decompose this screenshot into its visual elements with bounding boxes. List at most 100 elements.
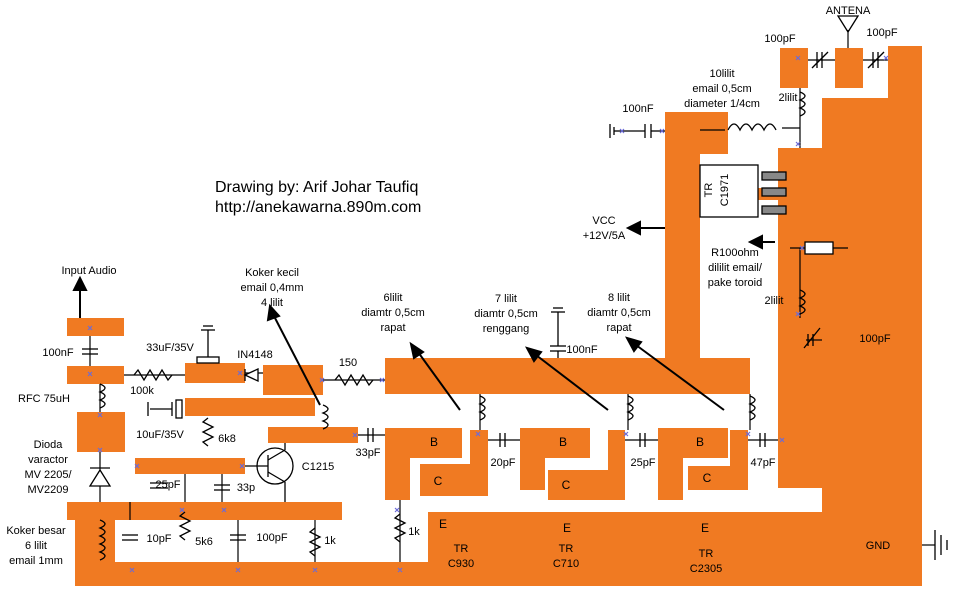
label-koker-besar-3: email 1mm	[9, 555, 63, 567]
label-tr2-a: TR	[559, 543, 574, 555]
capacitor-icon	[122, 534, 138, 541]
ground-icon	[609, 124, 620, 138]
label-antena: ANTENA	[826, 5, 871, 17]
label-coil8-3: rapat	[606, 322, 631, 334]
coil-icon	[727, 123, 777, 132]
capacitor-icon	[82, 348, 98, 355]
label-b2: B	[559, 435, 567, 449]
label-cap-100nf-mid: 100nF	[566, 344, 597, 356]
resistor-icon	[334, 373, 374, 387]
coil-icon	[798, 91, 806, 117]
label-koker-kecil-1: Koker kecil	[245, 267, 299, 279]
coil-icon	[478, 395, 486, 421]
transistor-lead	[761, 187, 787, 197]
label-coil-2lilit-mid: 2lilit	[765, 295, 784, 307]
label-koker-besar-1: Koker besar	[6, 525, 66, 537]
resistor-icon	[308, 527, 322, 557]
label-diode-in4148: IN4148	[237, 349, 272, 361]
transistor-c1215-icon	[245, 443, 294, 502]
label-cap-33uf: 33uF/35V	[146, 342, 194, 354]
capacitor-icon	[867, 51, 885, 69]
pad-input-coil	[263, 365, 323, 395]
capacitor-icon	[639, 433, 646, 447]
label-tr-c1971-b: C1971	[719, 174, 731, 206]
credit-url: http://anekawarna.890m.com	[215, 199, 421, 216]
resistor-icon	[393, 513, 407, 543]
pad-supply-vertical	[665, 112, 700, 372]
label-cap-100nf-top: 100nF	[622, 103, 653, 115]
transistor-lead	[761, 171, 787, 181]
label-cap-20pf: 20pF	[490, 457, 515, 469]
label-varactor-2: varactor	[28, 454, 68, 466]
pad-bias	[135, 458, 245, 474]
label-cap-47pf: 47pF	[750, 457, 775, 469]
label-cap-25pf-b: 25pF	[630, 457, 655, 469]
pad-stage3-b	[658, 428, 728, 500]
label-varactor-1: Dioda	[34, 439, 64, 451]
diode-icon	[243, 367, 259, 383]
pcb-pads	[67, 46, 922, 586]
junction-markers	[87, 55, 889, 573]
label-cap-33pf: 33pF	[355, 447, 380, 459]
capacitor-icon	[196, 325, 220, 364]
label-tr-c1215: C1215	[302, 461, 334, 473]
text-labels: Drawing by: Arif Johar Taufiq http://ane…	[6, 5, 898, 575]
label-vcc-2: +12V/5A	[583, 230, 626, 242]
label-cap-100pf-ant-left: 100pF	[764, 33, 795, 45]
label-coil6-2: diamtr 0,5cm	[361, 307, 425, 319]
label-rfc: RFC 75uH	[18, 393, 70, 405]
label-b1: B	[430, 435, 438, 449]
resistor-icon	[201, 417, 215, 447]
capacitor-icon	[150, 482, 168, 489]
label-coil7-1: 7 lilit	[495, 293, 517, 305]
capacitor-icon	[550, 307, 566, 358]
label-r100-1: R100ohm	[711, 247, 759, 259]
credit-author: Drawing by: Arif Johar Taufiq	[215, 179, 418, 196]
coil-icon	[748, 395, 756, 421]
label-c2: C	[562, 478, 571, 492]
components	[82, 15, 948, 561]
label-tr3-a: TR	[699, 548, 714, 560]
label-coil-out-2: email 0,5cm	[692, 83, 751, 95]
label-res-100k: 100k	[130, 385, 154, 397]
resistor-icon	[804, 241, 834, 255]
label-coil8-1: 8 lilit	[608, 292, 630, 304]
label-coil8-2: diamtr 0,5cm	[587, 307, 651, 319]
label-koker-kecil-2: email 0,4mm	[241, 282, 304, 294]
pad-stage2-b	[520, 428, 590, 490]
capacitor-icon	[214, 484, 230, 491]
pad-stage2-c	[548, 430, 625, 500]
pad-base-row	[268, 427, 358, 443]
capacitor-icon	[620, 124, 665, 138]
label-res-5k6: 5k6	[195, 536, 213, 548]
ground-plane	[75, 46, 922, 586]
label-c3: C	[703, 471, 712, 485]
coil-icon	[626, 395, 634, 421]
label-tr1-b: C930	[448, 558, 474, 570]
pad-stage1-c	[420, 430, 488, 496]
label-coil-out-1: 10lilit	[709, 68, 734, 80]
label-koker-kecil-3: 4 lilit	[261, 297, 283, 309]
pad-output-top	[780, 48, 808, 88]
koker-besar-coil-icon	[98, 519, 106, 561]
label-coil7-2: diamtr 0,5cm	[474, 308, 538, 320]
label-vcc-1: VCC	[592, 215, 615, 227]
capacitor-icon	[811, 51, 829, 69]
capacitor-icon	[367, 428, 374, 442]
label-tr2-b: C710	[553, 558, 579, 570]
label-r100-3: pake toroid	[708, 277, 762, 289]
pad-rfc-top	[67, 366, 124, 384]
label-cap-33p: 33p	[237, 482, 255, 494]
label-res-6k8: 6k8	[218, 433, 236, 445]
arrows	[72, 220, 775, 411]
label-cap-25pf: 25pF	[155, 479, 180, 491]
pad-output-mid	[778, 318, 806, 478]
label-c1: C	[434, 474, 443, 488]
label-coil-out-3: diameter 1/4cm	[684, 98, 760, 110]
pad-stage3-c	[688, 430, 748, 490]
pad-supply-right	[700, 112, 728, 154]
transistor-lead	[761, 205, 787, 215]
label-r100-2: dililit email/	[708, 262, 763, 274]
label-varactor-4: MV2209	[28, 484, 69, 496]
